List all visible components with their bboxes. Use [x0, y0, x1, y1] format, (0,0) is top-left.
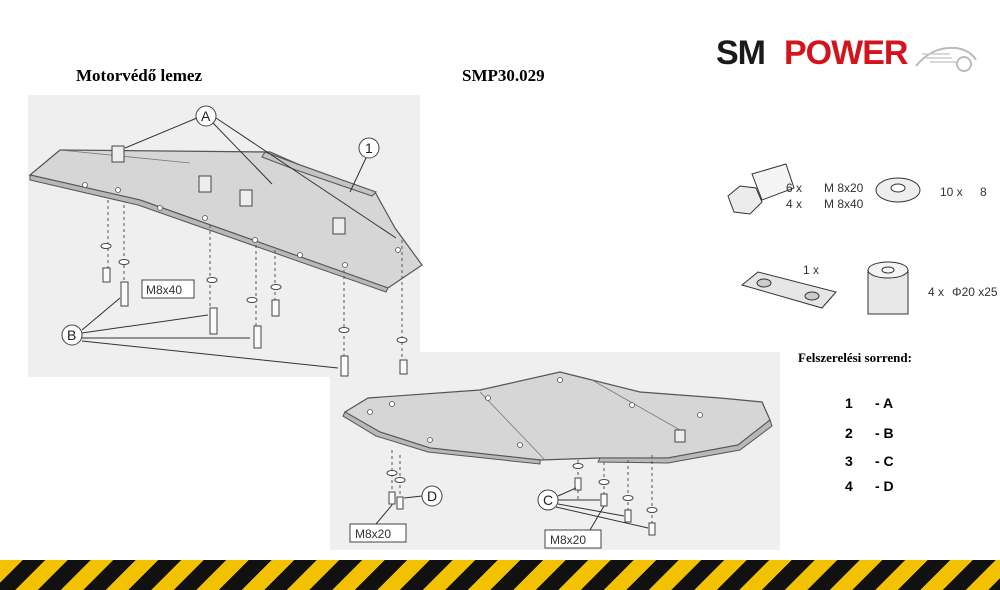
- spacer-qty: 4 x: [928, 285, 944, 299]
- hazard-stripe-footer: [0, 560, 1000, 590]
- logo-text-power: POWER: [784, 34, 908, 72]
- parts-plate: 1 x: [740, 263, 837, 309]
- bolt-size-2: M 8x40: [824, 197, 864, 211]
- spacer-1: [111, 145, 125, 163]
- callout-m8x20-left: M8x20: [349, 504, 407, 543]
- sequence-step-num: 2: [845, 425, 853, 441]
- sequence-step-letter: - D: [875, 478, 894, 494]
- label-m8x40: M8x40: [146, 283, 182, 297]
- spacer-2: [198, 175, 212, 193]
- lower-skid-plate: [342, 371, 773, 465]
- lower-bolts: [388, 477, 656, 536]
- bolt-qty-1: 6 x: [786, 181, 802, 195]
- washer-size: 8: [980, 185, 987, 199]
- upper-washers: [100, 243, 408, 343]
- sequence-step-letter: - C: [875, 453, 894, 469]
- label-one: 1: [365, 140, 373, 156]
- callout-1: 1: [349, 137, 380, 193]
- logo-text-sm: SM: [716, 34, 766, 72]
- callout-c: C: [537, 487, 649, 529]
- callout-b: B: [61, 297, 339, 369]
- spacer-4: [332, 217, 346, 235]
- label-m8x20-left: M8x20: [355, 527, 391, 541]
- lower-washers: [386, 463, 658, 513]
- callout-m8x40: M8x40: [141, 279, 195, 299]
- label-a: A: [201, 108, 211, 124]
- upper-dashed-guides: [107, 200, 403, 365]
- assembly-diagram: A 1 B M8x40: [28, 95, 998, 550]
- sequence-title: Felszerelési sorrend:: [798, 350, 912, 365]
- upper-bolts: [102, 267, 408, 377]
- spacer-size: Φ20 x25: [952, 285, 998, 299]
- sequence-step-letter: - A: [875, 395, 894, 411]
- label-b: B: [67, 327, 76, 343]
- sequence-step-num: 1: [845, 395, 853, 411]
- bolt-size-1: M 8x20: [824, 181, 864, 195]
- sequence-step-num: 4: [845, 478, 853, 494]
- callout-a: A: [124, 105, 397, 239]
- callout-d: D: [403, 485, 443, 507]
- upper-skid-plate: [28, 145, 423, 293]
- smpower-logo: SM POWER: [712, 34, 980, 80]
- bolt-qty-2: 4 x: [786, 197, 802, 211]
- spacer-3: [239, 189, 253, 207]
- parts-bolt: 6 x M 8x20 4 x M 8x40: [727, 163, 864, 215]
- plate-qty: 1 x: [803, 263, 819, 277]
- washer-qty: 10 x: [940, 185, 963, 199]
- sequence-step-num: 3: [845, 453, 853, 469]
- product-code: SMP30.029: [462, 66, 545, 85]
- label-m8x20-right: M8x20: [550, 533, 586, 547]
- label-d: D: [427, 488, 437, 504]
- parts-washer: 10 x 8: [875, 177, 987, 203]
- motorcycle-icon: [915, 46, 977, 72]
- callout-m8x20-right: M8x20: [544, 505, 605, 549]
- product-title: Motorvédő lemez: [76, 66, 203, 85]
- sequence-step-letter: - B: [875, 425, 894, 441]
- parts-spacer: 4 x Φ20 x25: [867, 261, 998, 315]
- label-c: C: [543, 492, 553, 508]
